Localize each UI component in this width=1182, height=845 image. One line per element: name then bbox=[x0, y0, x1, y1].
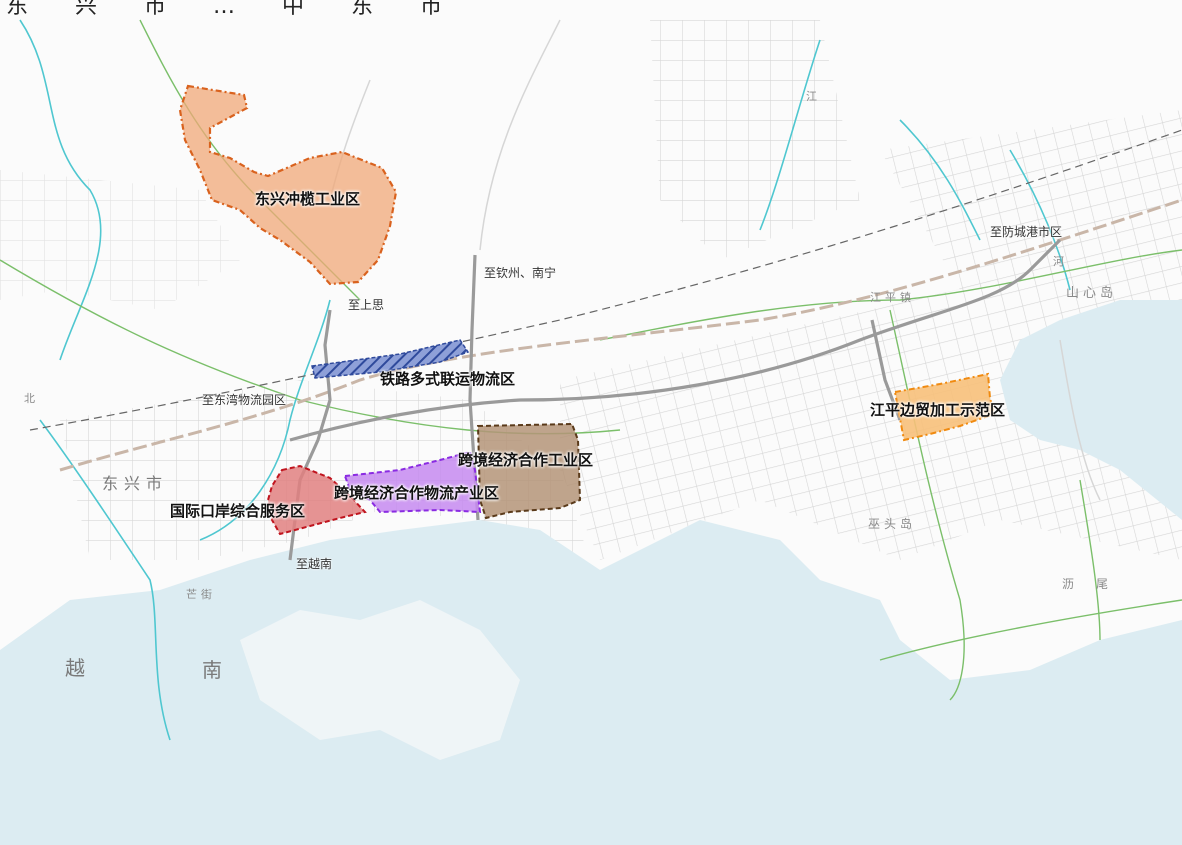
street-grid bbox=[0, 20, 1182, 560]
label-jiangping-border-trade: 江平边贸加工示范区 bbox=[870, 401, 1006, 419]
label-port-service: 国际口岸综合服务区 bbox=[170, 502, 306, 520]
planned-expressway bbox=[59, 198, 1182, 472]
railway bbox=[29, 129, 1182, 431]
label-dongxing-chonglan: 东兴冲榄工业区 bbox=[255, 190, 361, 208]
place-vietnam-nan: 南 bbox=[202, 658, 228, 682]
label-crossborder-industrial: 跨境经济合作工业区 bbox=[458, 451, 594, 469]
islands bbox=[240, 600, 520, 760]
place-jiangping-town: 江平镇 bbox=[870, 291, 915, 304]
zone-railway-logistics[interactable] bbox=[311, 339, 470, 379]
bay-east bbox=[1000, 300, 1182, 520]
zone-crossborder-industrial[interactable] bbox=[476, 422, 582, 520]
zone-jiangping-border-trade[interactable] bbox=[893, 372, 996, 442]
rivers bbox=[19, 19, 1071, 741]
place-jiang: 江 bbox=[806, 90, 821, 103]
zone-dongxing-chonglan[interactable] bbox=[178, 84, 398, 286]
header-partial-text: 东 兴 市 … 中 东 市 bbox=[6, 0, 462, 19]
direction-to-dongwan-logistics: 至东湾物流园区 bbox=[202, 393, 287, 407]
place-vietnam-yue: 越 bbox=[65, 656, 91, 680]
zone-port-service[interactable] bbox=[266, 464, 367, 536]
place-wutou-island: 巫头岛 bbox=[868, 517, 917, 531]
place-bei: 北 bbox=[24, 392, 39, 405]
direction-to-qinzhou-nanning: 至钦州、南宁 bbox=[484, 266, 557, 280]
place-wanwei: 沥尾 bbox=[1062, 577, 1131, 591]
place-he: 河 bbox=[1053, 255, 1068, 268]
place-mangjie: 芒街 bbox=[186, 588, 216, 601]
label-railway-logistics: 铁路多式联运物流区 bbox=[380, 370, 516, 388]
place-shanxin-island: 山心岛 bbox=[1066, 286, 1118, 301]
label-crossborder-logistics: 跨境经济合作物流产业区 bbox=[334, 484, 500, 502]
zone-crossborder-logistics[interactable] bbox=[343, 450, 482, 514]
direction-to-vietnam: 至越南 bbox=[296, 557, 333, 571]
direction-to-fangchenggang: 至防城港市区 bbox=[990, 225, 1063, 239]
direction-to-shangsi: 至上思 bbox=[348, 298, 385, 312]
place-dongxing: 东兴市 bbox=[102, 474, 169, 493]
expressways bbox=[288, 238, 1062, 561]
sea bbox=[0, 520, 1182, 845]
